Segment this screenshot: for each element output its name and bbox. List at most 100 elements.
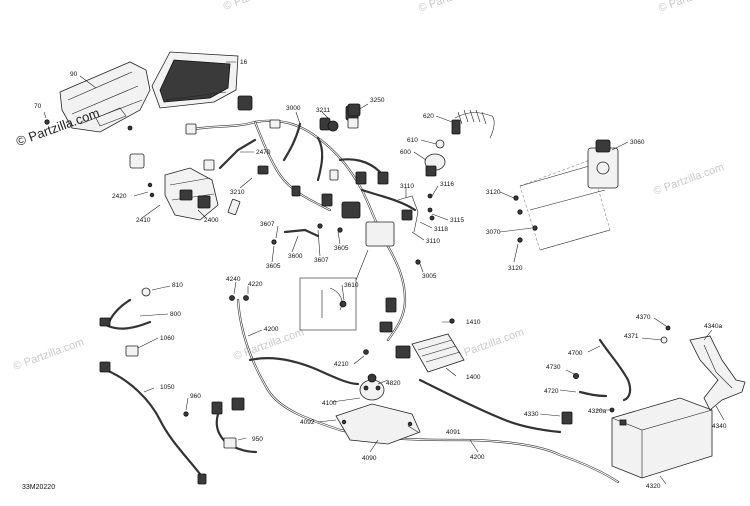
callout-3120: 3120 [486, 189, 501, 196]
screw-1410 [449, 318, 455, 324]
callout-4330: 4330 [524, 411, 539, 418]
callout-620: 620 [423, 113, 434, 120]
leader-lines [43, 61, 725, 485]
callout-4320: 4320 [646, 483, 661, 490]
callout-16: 16 [240, 59, 248, 66]
actuator-3060 [519, 139, 619, 251]
battery-4320 [611, 397, 713, 479]
callout-4720: 4720 [544, 388, 559, 395]
callout-2410: 2410 [136, 217, 151, 224]
callout-960: 960 [190, 393, 201, 400]
callout-4090: 4090 [362, 455, 377, 462]
callout-4700: 4700 [568, 350, 583, 357]
regulator-1400 [395, 333, 465, 373]
watermark-left-low: © Partzilla.com [12, 336, 86, 373]
watermarks: © Partzilla.com © Partzilla.com © Partzi… [12, 0, 731, 373]
part-3250 [347, 103, 361, 117]
callout-4371: 4371 [624, 333, 639, 340]
callout-3607b: 3607 [314, 257, 329, 264]
callout-4200b: 4200 [470, 454, 485, 461]
screw-70 [44, 119, 50, 125]
callout-2400: 2400 [204, 217, 219, 224]
harness-connectors [185, 95, 397, 333]
watermark-right: © Partzilla.com [652, 161, 726, 198]
callout-4240: 4240 [226, 276, 241, 283]
callout-3118: 3118 [434, 226, 448, 233]
cable-4200-main [236, 298, 620, 484]
nut-4730 [573, 372, 580, 379]
watermark-center-right: © Partzilla.com [452, 326, 526, 363]
fuse-4330 [561, 411, 573, 425]
callout-3110b: 3110 [426, 238, 440, 245]
callout-70: 70 [34, 103, 42, 110]
switch-600 [424, 153, 446, 177]
callout-3600: 3600 [288, 253, 303, 260]
relay-group-3110 [397, 193, 435, 233]
callout-600: 600 [400, 149, 411, 156]
callout-4210: 4210 [334, 361, 349, 368]
callout-4092: 4092 [300, 419, 315, 426]
switch-cluster-2400 [129, 153, 219, 221]
callout-3005: 3005 [422, 273, 437, 280]
callout-610: 610 [407, 137, 418, 144]
cable-2470 [218, 138, 257, 170]
ring-610 [435, 139, 445, 149]
callout-1060: 1060 [160, 335, 175, 342]
battery-cable-4700 [598, 338, 632, 402]
callout-4200: 4200 [264, 326, 279, 333]
gauge-display-16 [151, 51, 239, 109]
coiled-cord-620 [451, 109, 495, 139]
callout-1050: 1050 [160, 384, 175, 391]
callout-800: 800 [170, 311, 181, 318]
bolt-4370 [665, 325, 671, 331]
callout-3115: 3115 [450, 217, 464, 224]
callout-3605b: 3605 [266, 263, 281, 270]
nut-4220 [243, 295, 249, 301]
accessory-harness-800 [99, 287, 152, 357]
watermark-top-3: © Partzilla.com [657, 0, 731, 15]
callout-3605: 3605 [334, 245, 349, 252]
part-3211 [327, 120, 339, 132]
callout-4820: 4820 [386, 380, 401, 387]
callout-4220: 4220 [248, 281, 263, 288]
callout-3120b: 3120 [508, 265, 523, 272]
callout-3610: 3610 [344, 282, 359, 289]
cable-4200-lower [418, 378, 562, 434]
part-3600 [271, 223, 343, 245]
callout-3060: 3060 [630, 139, 645, 146]
solenoid-4100 [359, 373, 385, 401]
battery-strap-4340 [689, 335, 746, 411]
cable-1050 [99, 361, 207, 485]
callout-3211: 3211 [316, 107, 330, 114]
callout-1400: 1400 [466, 374, 481, 381]
callout-3250: 3250 [370, 97, 385, 104]
detail-box-3610 [299, 249, 369, 331]
callout-3210: 3210 [230, 189, 245, 196]
cluster-housing-90 [59, 61, 151, 133]
callout-4340: 4340 [712, 423, 727, 430]
callout-4091: 4091 [446, 429, 461, 436]
cable-4720 [578, 390, 608, 398]
callout-1410: 1410 [466, 319, 481, 326]
callout-3607: 3607 [260, 221, 275, 228]
cap-4320a [609, 407, 615, 413]
bracket-4090 [335, 403, 421, 445]
callout-4370: 4370 [636, 314, 651, 321]
terminal-4210 [363, 349, 369, 355]
screw-960 [183, 411, 189, 417]
callout-4730: 4730 [546, 364, 561, 371]
callout-950: 950 [252, 436, 263, 443]
main-harness-3000 [186, 119, 417, 342]
diagram-reference: 33M20220 [22, 484, 56, 491]
callout-810: 810 [172, 282, 183, 289]
callout-labels: 90 16 70 3000 3211 3250 620 610 600 3060… [34, 59, 727, 490]
callout-3110: 3110 [400, 183, 414, 190]
callout-3070: 3070 [486, 229, 501, 236]
callout-3000: 3000 [286, 105, 301, 112]
callout-2470: 2470 [256, 149, 271, 156]
callout-90: 90 [70, 71, 78, 78]
callout-4340a: 4340a [704, 323, 722, 330]
callout-4100: 4100 [322, 400, 337, 407]
callout-2420: 2420 [112, 193, 127, 200]
